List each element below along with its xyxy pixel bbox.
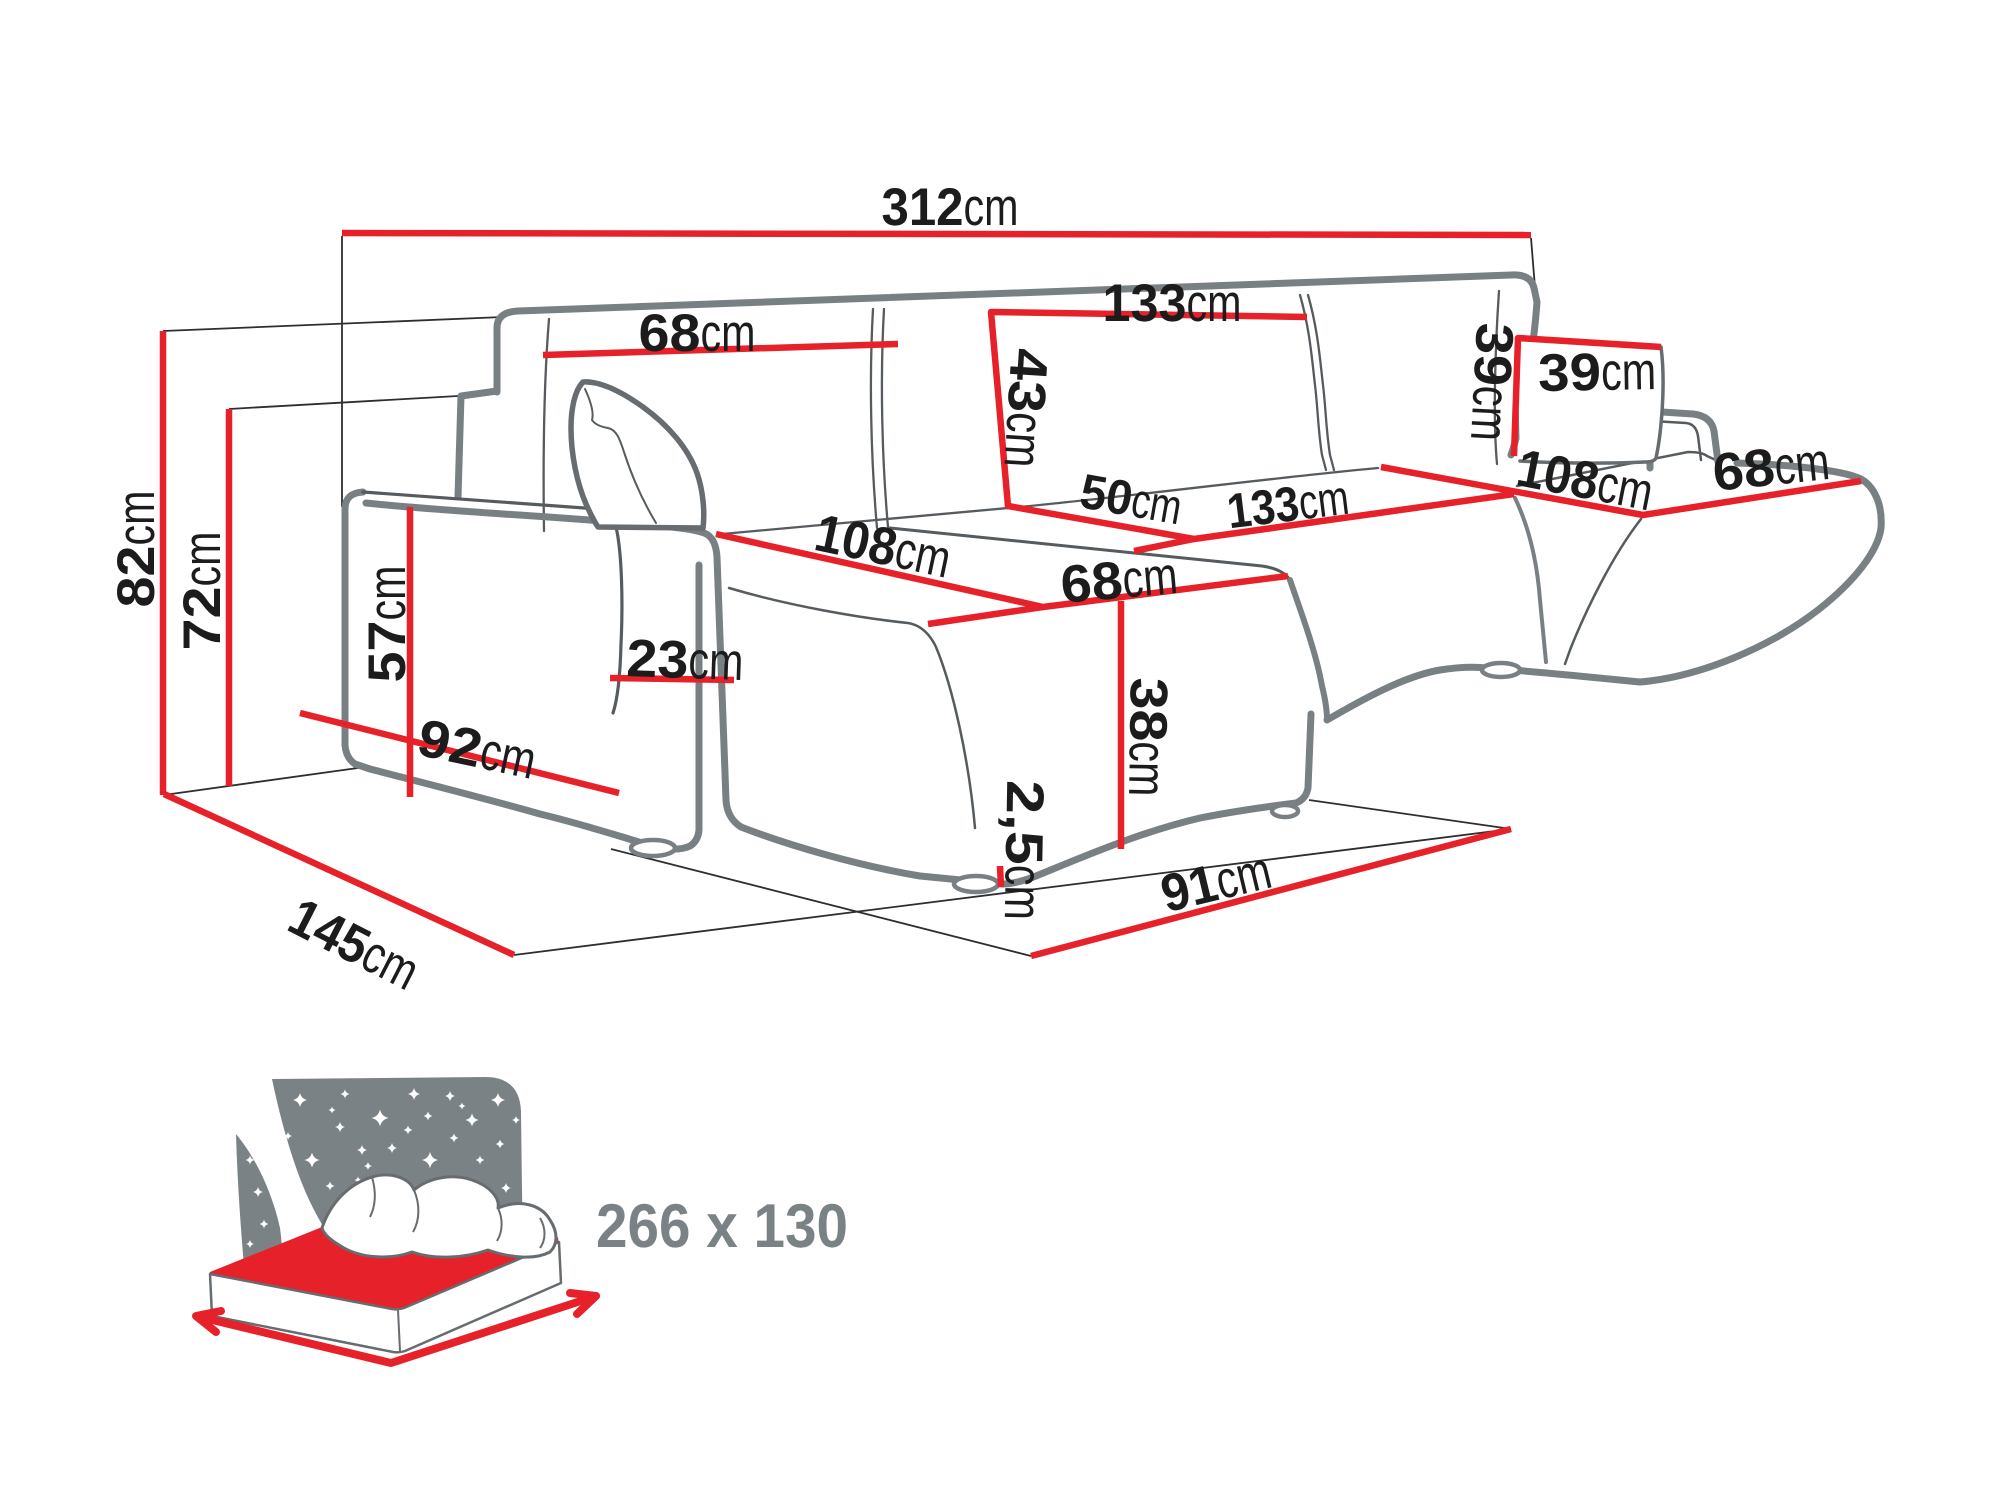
svg-text:23cm: 23cm xyxy=(626,628,745,691)
svg-text:133cm: 133cm xyxy=(1103,274,1242,333)
svg-text:92cm: 92cm xyxy=(413,708,542,790)
svg-text:39cm: 39cm xyxy=(1537,341,1656,402)
svg-text:68cm: 68cm xyxy=(639,304,756,363)
svg-text:57cm: 57cm xyxy=(358,566,417,683)
svg-text:43cm: 43cm xyxy=(993,347,1059,469)
svg-text:108cm: 108cm xyxy=(810,503,956,589)
svg-text:39cm: 39cm xyxy=(1459,322,1524,443)
svg-text:133cm: 133cm xyxy=(1224,471,1352,539)
svg-text:266 x 130: 266 x 130 xyxy=(596,1192,848,1261)
svg-text:38cm: 38cm xyxy=(1117,677,1178,797)
svg-text:82cm: 82cm xyxy=(107,491,166,608)
svg-text:68cm: 68cm xyxy=(1058,546,1180,615)
svg-text:72cm: 72cm xyxy=(173,532,232,651)
svg-text:312cm: 312cm xyxy=(882,178,1019,237)
svg-text:2,5cm: 2,5cm xyxy=(993,779,1054,920)
svg-text:68cm: 68cm xyxy=(1710,432,1833,503)
svg-text:50cm: 50cm xyxy=(1076,465,1186,536)
svg-text:91cm: 91cm xyxy=(1155,840,1277,923)
